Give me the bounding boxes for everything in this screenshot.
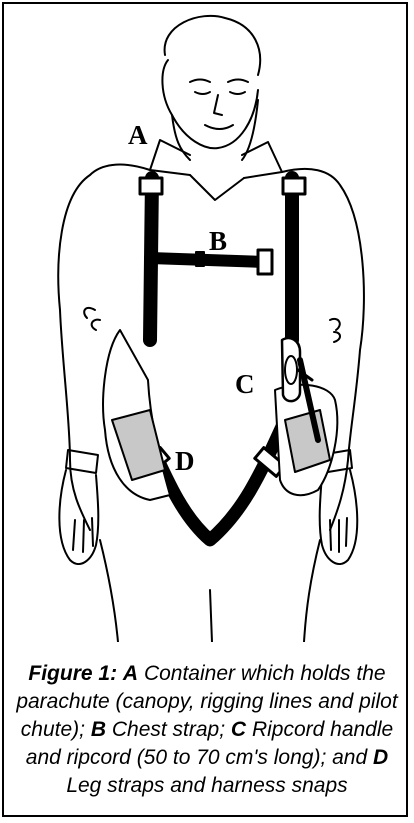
caption-key-a: A [123,662,138,685]
caption-text-b: Chest strap; [112,718,225,741]
head-drawing [162,16,260,160]
caption-figure-label: Figure 1: [28,662,117,685]
caption-text-d: Leg straps and harness snaps [66,774,347,797]
caption-key-d: D [373,746,388,769]
label-d: D [175,448,195,475]
label-a: A [128,122,148,149]
figure-caption: Figure 1: A Container which holds the pa… [10,660,404,800]
label-c: C [235,371,255,398]
caption-key-b: B [91,718,106,741]
caption-key-c: C [231,718,246,741]
harness-illustration [0,0,410,642]
parachute-container [84,308,340,500]
label-b: B [209,228,227,255]
